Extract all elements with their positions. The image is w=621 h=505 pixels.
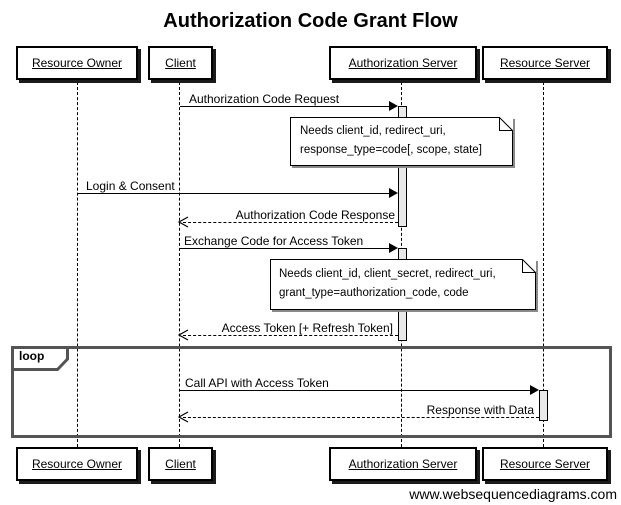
message-line-authorization-code-request [180,106,390,107]
actor-bottom-authorization-server: Authorization Server [329,447,477,481]
loop-fragment-label: loop [19,349,45,363]
arrowhead-open-icon [178,216,189,228]
actor-label: Authorization Server [348,457,458,471]
actor-label: Client [165,56,196,70]
note-authorization-request-params: Needs client_id, redirect_uri, response_… [290,117,513,166]
note-fold-icon [522,259,536,273]
message-label-authorization-code-response: Authorization Code Response [235,208,395,222]
actor-label: Client [165,457,196,471]
note-fold-icon [499,117,513,131]
actor-bottom-client: Client [148,447,213,481]
actor-label: Resource Owner [31,56,123,70]
message-line-login-consent [78,193,390,194]
diagram-title: Authorization Code Grant Flow [163,10,458,32]
actor-top-authorization-server: Authorization Server [329,46,477,80]
actor-bottom-resource-server: Resource Server [482,447,608,481]
arrowhead-solid-icon [389,243,398,253]
message-label-login-consent: Login & Consent [86,179,175,193]
message-label-call-api: Call API with Access Token [185,376,329,390]
note-text-line2: response_type=code[, scope, state] [300,144,482,156]
arrowhead-solid-icon [389,188,398,198]
lifeline-resource-owner [77,82,78,447]
message-label-exchange-code: Exchange Code for Access Token [184,234,364,248]
actor-top-resource-server: Resource Server [482,46,608,80]
message-label-authorization-code-request: Authorization Code Request [189,92,340,106]
actor-top-client: Client [148,46,213,80]
loop-fragment-frame [11,346,612,438]
arrowhead-solid-icon [530,385,539,395]
arrowhead-solid-icon [389,101,398,111]
activation-bar-auth-server-1 [398,106,407,227]
note-shape-icon [270,259,536,310]
arrowhead-open-icon [178,329,189,341]
note-text: Needs client_id, client_secret, redirect… [279,265,496,303]
note-text-line1: Needs client_id, redirect_uri, [300,125,446,137]
actor-label: Resource Server [499,457,591,471]
activation-bar-resource-server [539,390,548,421]
lifeline-client [179,82,180,447]
loop-tab-shape-icon [11,346,69,371]
note-token-request-params: Needs client_id, client_secret, redirect… [270,259,536,310]
actor-label: Resource Server [499,56,591,70]
loop-fragment-tab [11,346,71,377]
note-text: Needs client_id, redirect_uri, response_… [300,122,482,160]
message-line-call-api [180,390,531,391]
message-label-response-with-data: Response with Data [426,403,534,417]
message-line-authorization-code-response [183,222,398,223]
message-line-exchange-code [180,248,390,249]
note-text-line1: Needs client_id, client_secret, redirect… [279,268,496,280]
message-line-response-with-data [183,417,539,418]
lifeline-resource-server [543,82,544,447]
watermark-text: www.websequencediagrams.com [409,486,617,502]
actor-label: Resource Owner [31,457,123,471]
actor-label: Authorization Server [348,56,458,70]
message-label-access-token: Access Token [+ Refresh Token] [221,321,393,335]
message-line-access-token [183,335,398,336]
actor-bottom-resource-owner: Resource Owner [16,447,138,481]
actor-top-resource-owner: Resource Owner [16,46,138,80]
arrowhead-open-icon [178,411,189,423]
note-text-line2: grant_type=authorization_code, code [279,287,469,299]
note-shape-icon [290,117,513,166]
